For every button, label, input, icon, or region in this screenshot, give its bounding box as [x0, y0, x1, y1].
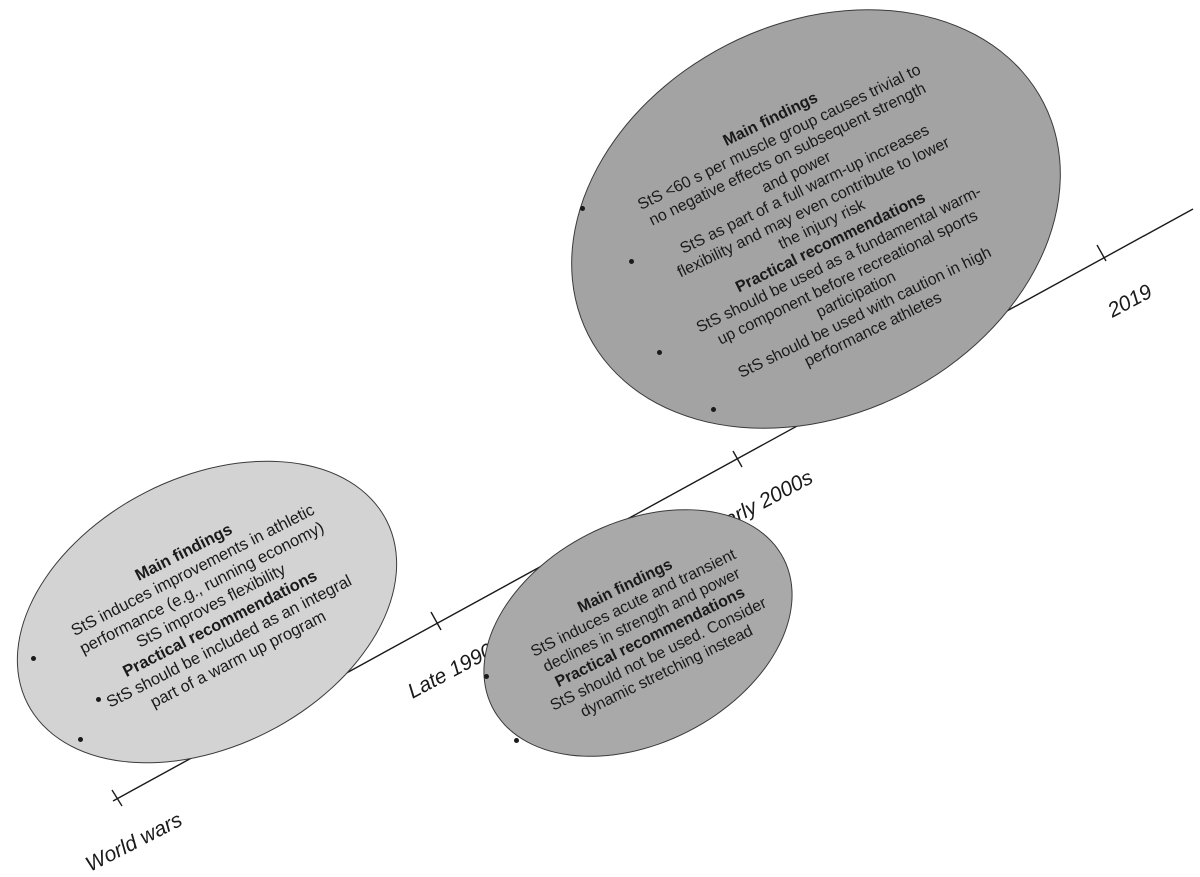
bullet-icon	[580, 206, 585, 211]
bullet-icon	[78, 737, 83, 742]
bullet-icon	[711, 407, 716, 412]
bullet-icon	[657, 350, 662, 355]
bullet-icon	[484, 674, 489, 679]
bullet-icon	[96, 697, 101, 702]
tick-early-2000s	[732, 450, 743, 468]
bullet-icon	[629, 259, 634, 264]
tick-world-wars	[111, 789, 123, 807]
bullet-icon	[31, 656, 36, 661]
tick-2019	[1096, 244, 1107, 262]
panel-late-1990s: Main findings StS induces acute and tran…	[441, 459, 835, 807]
bullet-icon	[514, 738, 519, 743]
panel-early-2000s: Main findings StS <60 s per muscle group…	[498, 0, 1134, 510]
panel-world-wars: Main findings StS induces improvements i…	[0, 400, 449, 824]
tick-late-1990s	[430, 611, 442, 631]
